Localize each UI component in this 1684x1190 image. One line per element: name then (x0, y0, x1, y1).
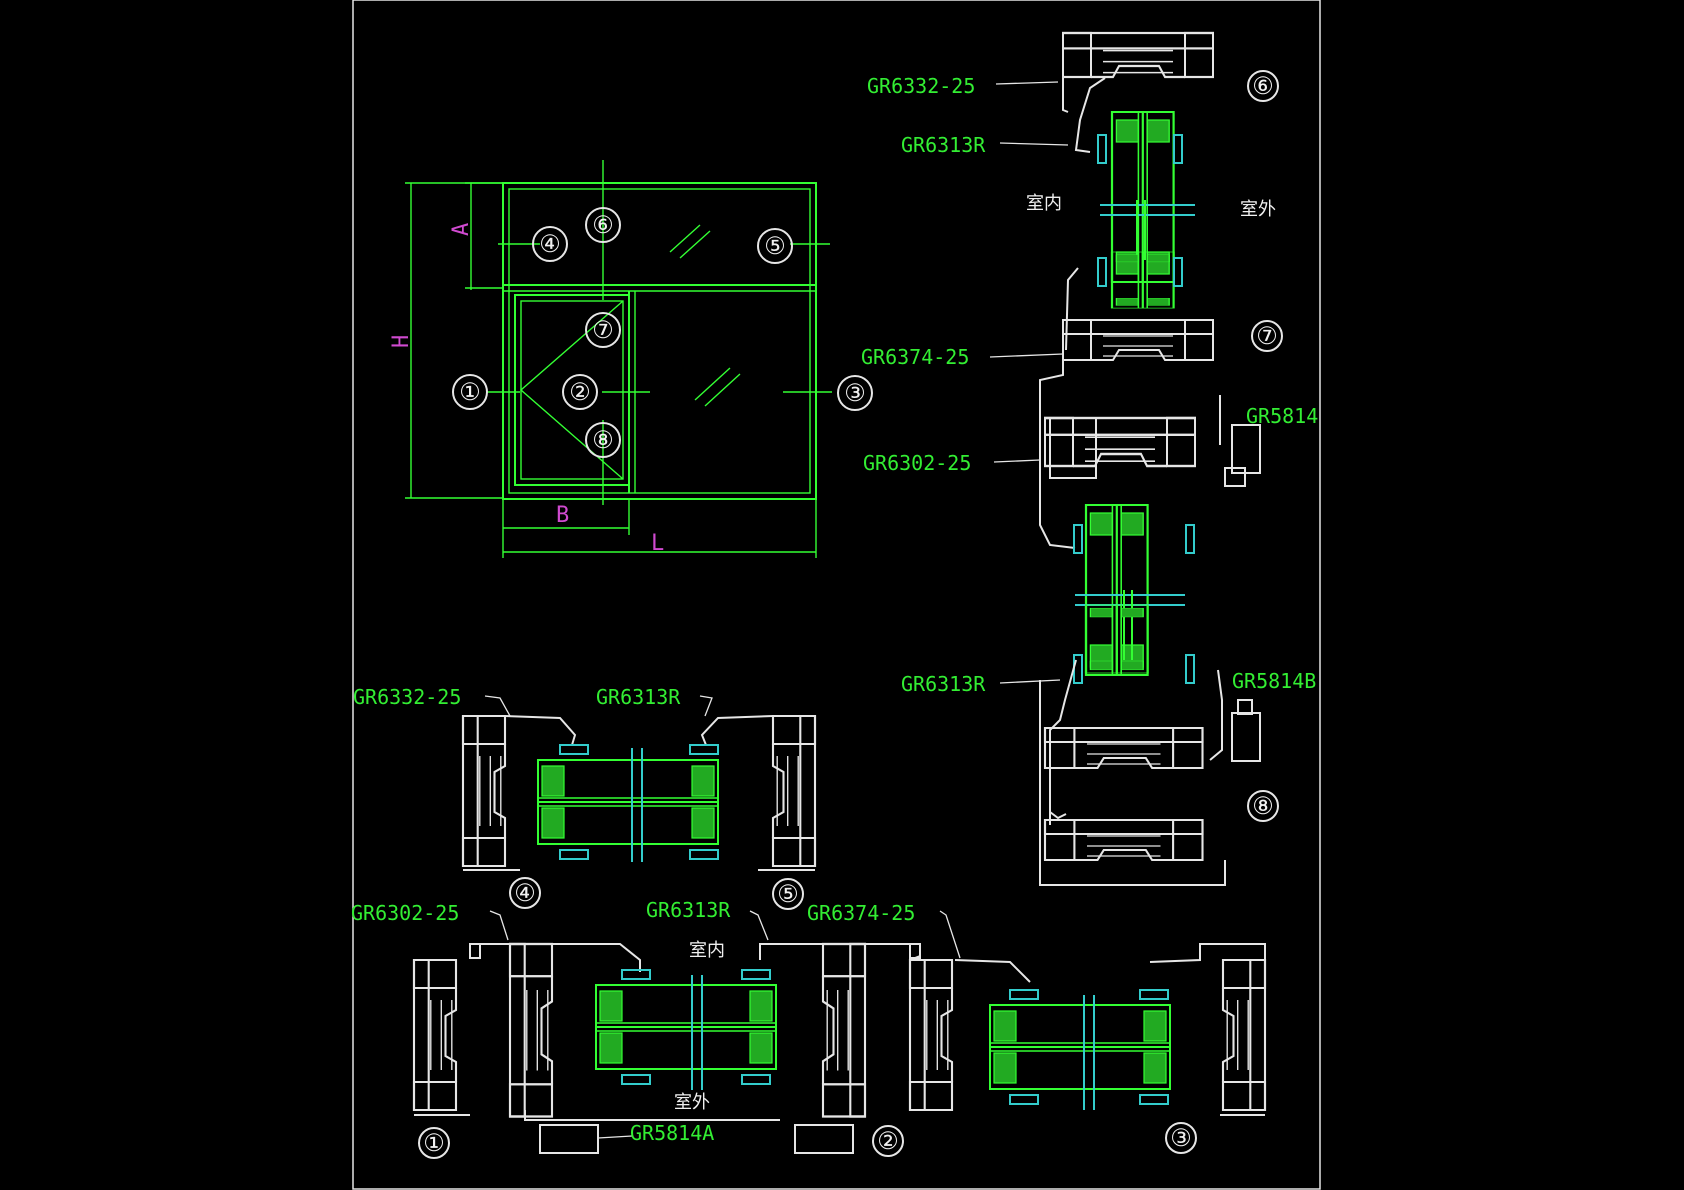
svg-text:⑥: ⑥ (592, 211, 614, 239)
svg-text:⑦: ⑦ (1256, 322, 1278, 350)
svg-text:⑧: ⑧ (1252, 792, 1274, 820)
svg-text:⑤: ⑤ (764, 232, 786, 260)
svg-text:GR6374-25: GR6374-25 (807, 901, 915, 925)
svg-text:②: ② (877, 1127, 899, 1155)
vertical-section-drawing (1039, 31, 1261, 886)
label-gr6313r-mid: GR6313R (596, 685, 713, 717)
section-marker-6: ⑥ (1247, 70, 1279, 102)
label-gr6374-25-bottom: GR6374-25 (807, 901, 961, 959)
dim-h-label: H (389, 335, 414, 348)
section-marker-2: ② (872, 1125, 904, 1157)
svg-text:GR5814A: GR5814A (630, 1121, 714, 1145)
svg-text:GR6313R: GR6313R (596, 685, 681, 709)
svg-text:GR6313R: GR6313R (646, 898, 731, 922)
label-gr6332-25-right: GR6332-25 (867, 74, 1059, 98)
svg-text:⑦: ⑦ (592, 316, 614, 344)
label-gr6302-25-bottom: GR6302-25 (351, 901, 509, 941)
dim-a-label: A (449, 223, 474, 236)
outdoor-label-bottom: 室外 (674, 1092, 710, 1113)
svg-text:④: ④ (514, 879, 536, 907)
svg-text:GR6332-25: GR6332-25 (867, 74, 975, 98)
elevation-marker-4: ④ (532, 226, 568, 262)
elevation-marker-5: ⑤ (757, 228, 793, 264)
label-gr6302-25-right: GR6302-25 (863, 451, 1041, 475)
label-gr6313r-bottom: GR6313R (646, 898, 769, 941)
svg-text:①: ① (423, 1129, 445, 1157)
section-marker-4: ④ (509, 877, 541, 909)
svg-text:⑤: ⑤ (777, 880, 799, 908)
svg-text:①: ① (459, 378, 481, 406)
label-gr6332-25-mid: GR6332-25 (353, 685, 511, 717)
svg-text:GR6374-25: GR6374-25 (861, 345, 969, 369)
section-marker-7: ⑦ (1251, 320, 1283, 352)
middle-section-drawing (461, 714, 817, 871)
svg-text:⑧: ⑧ (592, 426, 614, 454)
indoor-label-bottom: 室内 (689, 940, 725, 961)
label-gr6313r-right-top: GR6313R (901, 133, 1069, 157)
drawing-border (352, 0, 1321, 1190)
elevation-marker-3: ③ (837, 375, 873, 411)
elevation-marker-8: ⑧ (585, 422, 621, 458)
svg-text:GR6313R: GR6313R (901, 133, 986, 157)
elevation-marker-1: ① (452, 374, 488, 410)
svg-text:GR6302-25: GR6302-25 (351, 901, 459, 925)
svg-text:③: ③ (844, 379, 866, 407)
svg-text:④: ④ (539, 230, 561, 258)
dim-l-label: L (651, 531, 664, 556)
section-marker-5: ⑤ (772, 878, 804, 910)
svg-text:GR6332-25: GR6332-25 (353, 685, 461, 709)
label-gr5814b-right: GR5814B (1232, 669, 1316, 693)
section-marker-8: ⑧ (1247, 790, 1279, 822)
svg-text:GR5814B: GR5814B (1232, 669, 1316, 693)
outdoor-label-right: 室外 (1240, 199, 1276, 220)
label-gr6374-25-right: GR6374-25 (861, 345, 1064, 369)
section-marker-3: ③ (1165, 1122, 1197, 1154)
elevation-marker-2: ② (562, 374, 598, 410)
svg-text:GR6302-25: GR6302-25 (863, 451, 971, 475)
label-gr6313r-right-bottom: GR6313R (901, 672, 1061, 696)
svg-text:GR5814: GR5814 (1246, 404, 1318, 428)
elevation-marker-7: ⑦ (585, 312, 621, 348)
svg-text:⑥: ⑥ (1252, 72, 1274, 100)
elevation-marker-6: ⑥ (585, 207, 621, 243)
svg-text:③: ③ (1170, 1124, 1192, 1152)
label-gr5814a-bottom: GR5814A (597, 1121, 714, 1145)
label-gr5814-right: GR5814 (1246, 404, 1318, 428)
section-marker-1: ① (418, 1127, 450, 1159)
indoor-label-right: 室内 (1026, 193, 1062, 214)
bottom-section-drawing (412, 942, 1267, 1154)
svg-text:GR6313R: GR6313R (901, 672, 986, 696)
dim-b-label: B (556, 503, 569, 528)
svg-text:②: ② (569, 378, 591, 406)
